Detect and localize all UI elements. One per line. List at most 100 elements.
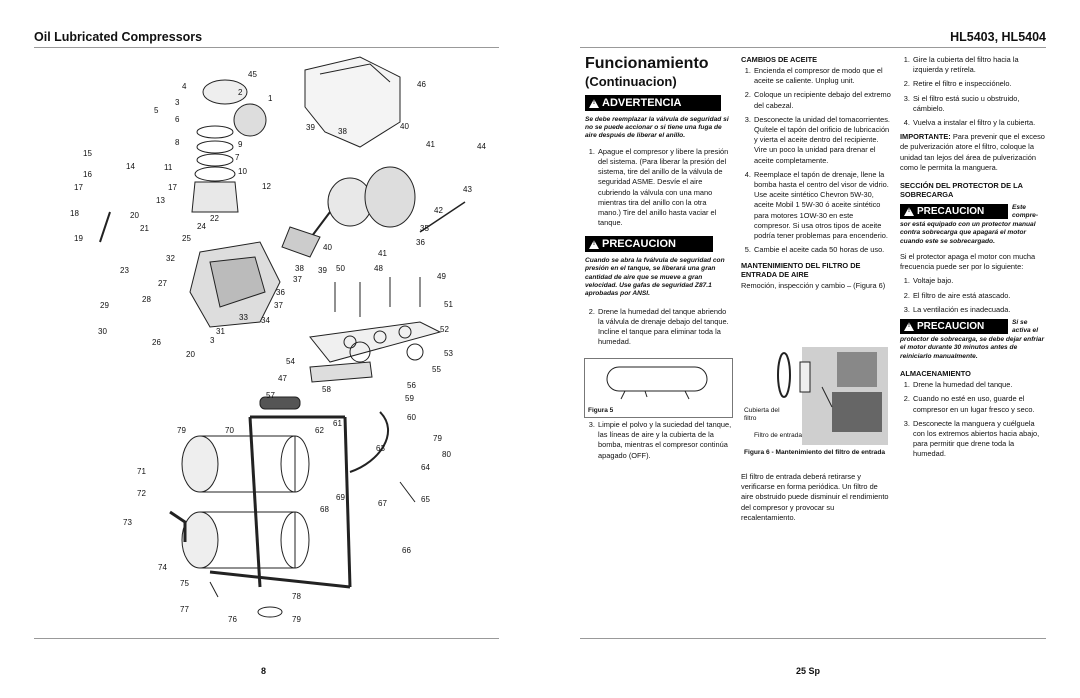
callout-79b: 76: [228, 615, 237, 624]
warning-triangle-icon: [589, 239, 599, 249]
list-item: Apague el compresor y libere la presión …: [597, 147, 730, 229]
oil-change-heading: CAMBIOS DE ACEITE: [741, 55, 818, 64]
callout-9: 9: [238, 140, 243, 149]
list-item: Desconecte la unidad del tomacorrientes.…: [753, 115, 891, 166]
precaucion-2-text: protector de sobrecarga, se debe dejar e…: [900, 335, 1045, 360]
callout-5: 5: [154, 106, 159, 115]
list-item: Voltaje bajo.: [912, 276, 1046, 286]
overload-text: Si el protector apaga el motor con mucha…: [900, 252, 1036, 272]
callout-17a: 17: [74, 183, 83, 192]
section-subtitle: (Continuacion): [585, 74, 677, 89]
column-3: Gire la cubierta del filtro hacia la izq…: [900, 55, 1046, 464]
callout-30: 30: [98, 327, 107, 336]
advertencia-text: Se debe reemplazar la válvula de segurid…: [585, 115, 729, 140]
list-item: Encienda el compresor de modo que el ace…: [753, 66, 891, 86]
callout-32: 32: [166, 254, 175, 263]
overload-heading: SECCIÓN DEL PROTECTOR DE LA SOBRECARGA: [900, 181, 1023, 200]
callout-20b: 20: [186, 350, 195, 359]
callout-6: 6: [175, 115, 180, 124]
callout-23: 22: [210, 214, 219, 223]
callout-43: 39: [306, 123, 315, 132]
right-header-rule: [580, 47, 1046, 48]
precaucion-2-lead-line1: Si se: [1012, 319, 1028, 327]
callout-4: 4: [182, 82, 187, 91]
callout-83: 79: [177, 426, 186, 435]
figure-5: Figura 5: [584, 358, 733, 418]
callout-58: 54: [286, 357, 295, 366]
callout-3b: 3: [210, 336, 215, 345]
section-title: Funcionamiento: [585, 55, 709, 72]
precaucion-2-lead-line2: activa el: [1012, 327, 1039, 335]
list-item: Reemplace el tapón de drenaje, llene la …: [753, 170, 891, 241]
callout-31: 31: [216, 327, 225, 336]
callout-29: 29: [100, 301, 109, 310]
list-item: La ventilación es inadecuada.: [912, 305, 1046, 315]
storage-heading: ALMACENAMIENTO: [900, 369, 971, 379]
callout-41: 41: [378, 249, 387, 258]
callout-17b: 17: [168, 183, 177, 192]
callout-34: 34: [261, 316, 270, 325]
column-2: CAMBIOS DE ACEITE Encienda el compresor …: [741, 55, 891, 292]
callout-10: 10: [238, 167, 247, 176]
callout-48: 44: [477, 142, 486, 151]
right-page-header: HL5403, HL5404: [950, 30, 1046, 44]
precaucion-label-2: PRECAUCION: [917, 321, 985, 333]
callout-22: 23: [120, 266, 129, 275]
clean-steps: Limpie el polvo y la suciedad del tanque…: [585, 420, 737, 465]
callout-28: 28: [142, 295, 151, 304]
callout-15: 15: [83, 149, 92, 158]
list-item: Si el filtro está sucio u obstruido, cám…: [912, 94, 1046, 114]
list-item: Vuelva a instalar el filtro y la cubiert…: [912, 118, 1046, 128]
callout-74: 70: [225, 426, 234, 435]
callout-84: 79: [433, 434, 442, 443]
precaucion-1-text: sor está equipado con un protector manua…: [900, 220, 1036, 245]
left-header-rule: [34, 47, 499, 48]
list-item: Desconecte la manguera y cuélguela con l…: [912, 419, 1046, 460]
precaucion-badge-1: PRECAUCION: [900, 204, 1008, 220]
callout-62: 58: [322, 385, 331, 394]
importante-text: Para prevenir que el exceso de pulveriza…: [900, 132, 1045, 172]
callout-14: 14: [126, 162, 135, 171]
callout-2: 2: [238, 88, 243, 97]
callout-52: 48: [374, 264, 383, 273]
callout-66: 62: [315, 426, 324, 435]
callout-40: 40: [323, 243, 332, 252]
precaucion-1-row: PRECAUCION Este compre-: [900, 204, 1046, 221]
callout-33: 33: [239, 313, 248, 322]
callout-67: 63: [376, 444, 385, 453]
filter-steps: Gire la cubierta del filtro hacia la izq…: [900, 55, 1046, 128]
callout-63: 59: [405, 394, 414, 403]
precaucion-2-row: PRECAUCION Si se activa el: [900, 319, 1046, 336]
callout-57: 53: [444, 349, 453, 358]
left-footer-rule: [34, 638, 499, 639]
filter-text: El filtro de entrada deberá retirarse y …: [741, 472, 889, 522]
callout-61: 57: [266, 391, 275, 400]
callout-49: 45: [248, 70, 257, 79]
callout-26: 26: [152, 338, 161, 347]
callout-81: 78: [292, 592, 301, 601]
right-footer-rule: [580, 638, 1046, 639]
left-page-number: 8: [261, 666, 267, 676]
callout-25: 25: [182, 234, 191, 243]
callout-68: 64: [421, 463, 430, 472]
callout-38: 38: [295, 264, 304, 273]
callout-42: 38: [338, 127, 347, 136]
callout-37: 37: [293, 275, 302, 284]
callout-18: 18: [70, 209, 79, 218]
callout-20a: 20: [130, 211, 139, 220]
figure-6: Cubierta del filtro Filtro de entrada Fi…: [742, 347, 888, 467]
warning-triangle-icon: [904, 207, 914, 217]
precaucion-badge-2: PRECAUCION: [900, 319, 1008, 335]
callout-72: 68: [320, 505, 329, 514]
callout-59: 55: [432, 365, 441, 374]
list-item: Drene la humedad del tanque abriendo la …: [597, 307, 730, 348]
left-page-header: Oil Lubricated Compressors: [34, 30, 203, 44]
intake-filter-label: Filtro de entrada: [754, 432, 803, 439]
filter-heading: MANTENIMIENTO DEL FILTRO DE ENTRADA DE A…: [741, 261, 861, 280]
callout-16: 16: [83, 170, 92, 179]
column-1: Funcionamiento (Continuacion) ADVERTENCI…: [585, 55, 730, 352]
callout-71: 67: [378, 499, 387, 508]
callout-45: 41: [426, 140, 435, 149]
warning-triangle-icon: [589, 98, 599, 108]
callout-50: 46: [417, 80, 426, 89]
